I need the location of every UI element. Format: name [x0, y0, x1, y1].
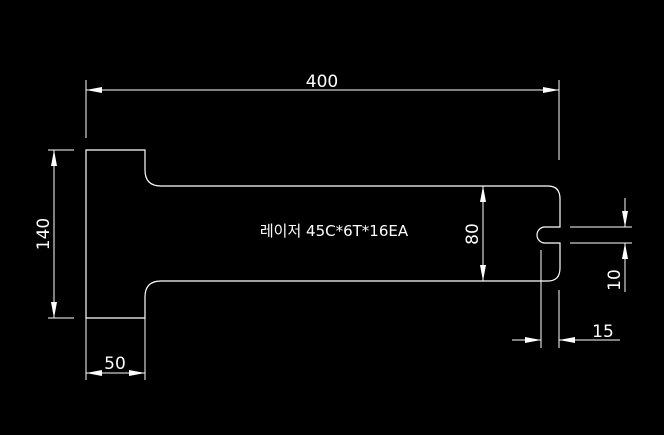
dimension-text-head-width: 50 — [104, 354, 126, 374]
dimension-text-slot-depth: 15 — [592, 322, 614, 342]
part-outline — [85, 149, 561, 319]
dimension-text-slot-width: 10 — [605, 269, 625, 291]
dimension-head-width: 50 — [85, 318, 146, 380]
dimension-shank-height: 80 — [463, 186, 486, 281]
dimension-slot-depth: 15 — [512, 250, 620, 348]
dimension-overall-length: 400 — [85, 72, 560, 160]
dimension-text-shank-height: 80 — [463, 223, 483, 245]
dimension-text-head-height: 140 — [34, 218, 54, 250]
dimension-text-overall-length: 400 — [306, 72, 338, 92]
part-note-text: 레이저 45C*6T*16EA — [260, 222, 409, 240]
dimension-slot-width: 10 — [570, 198, 632, 292]
dimension-head-height: 140 — [34, 149, 74, 319]
